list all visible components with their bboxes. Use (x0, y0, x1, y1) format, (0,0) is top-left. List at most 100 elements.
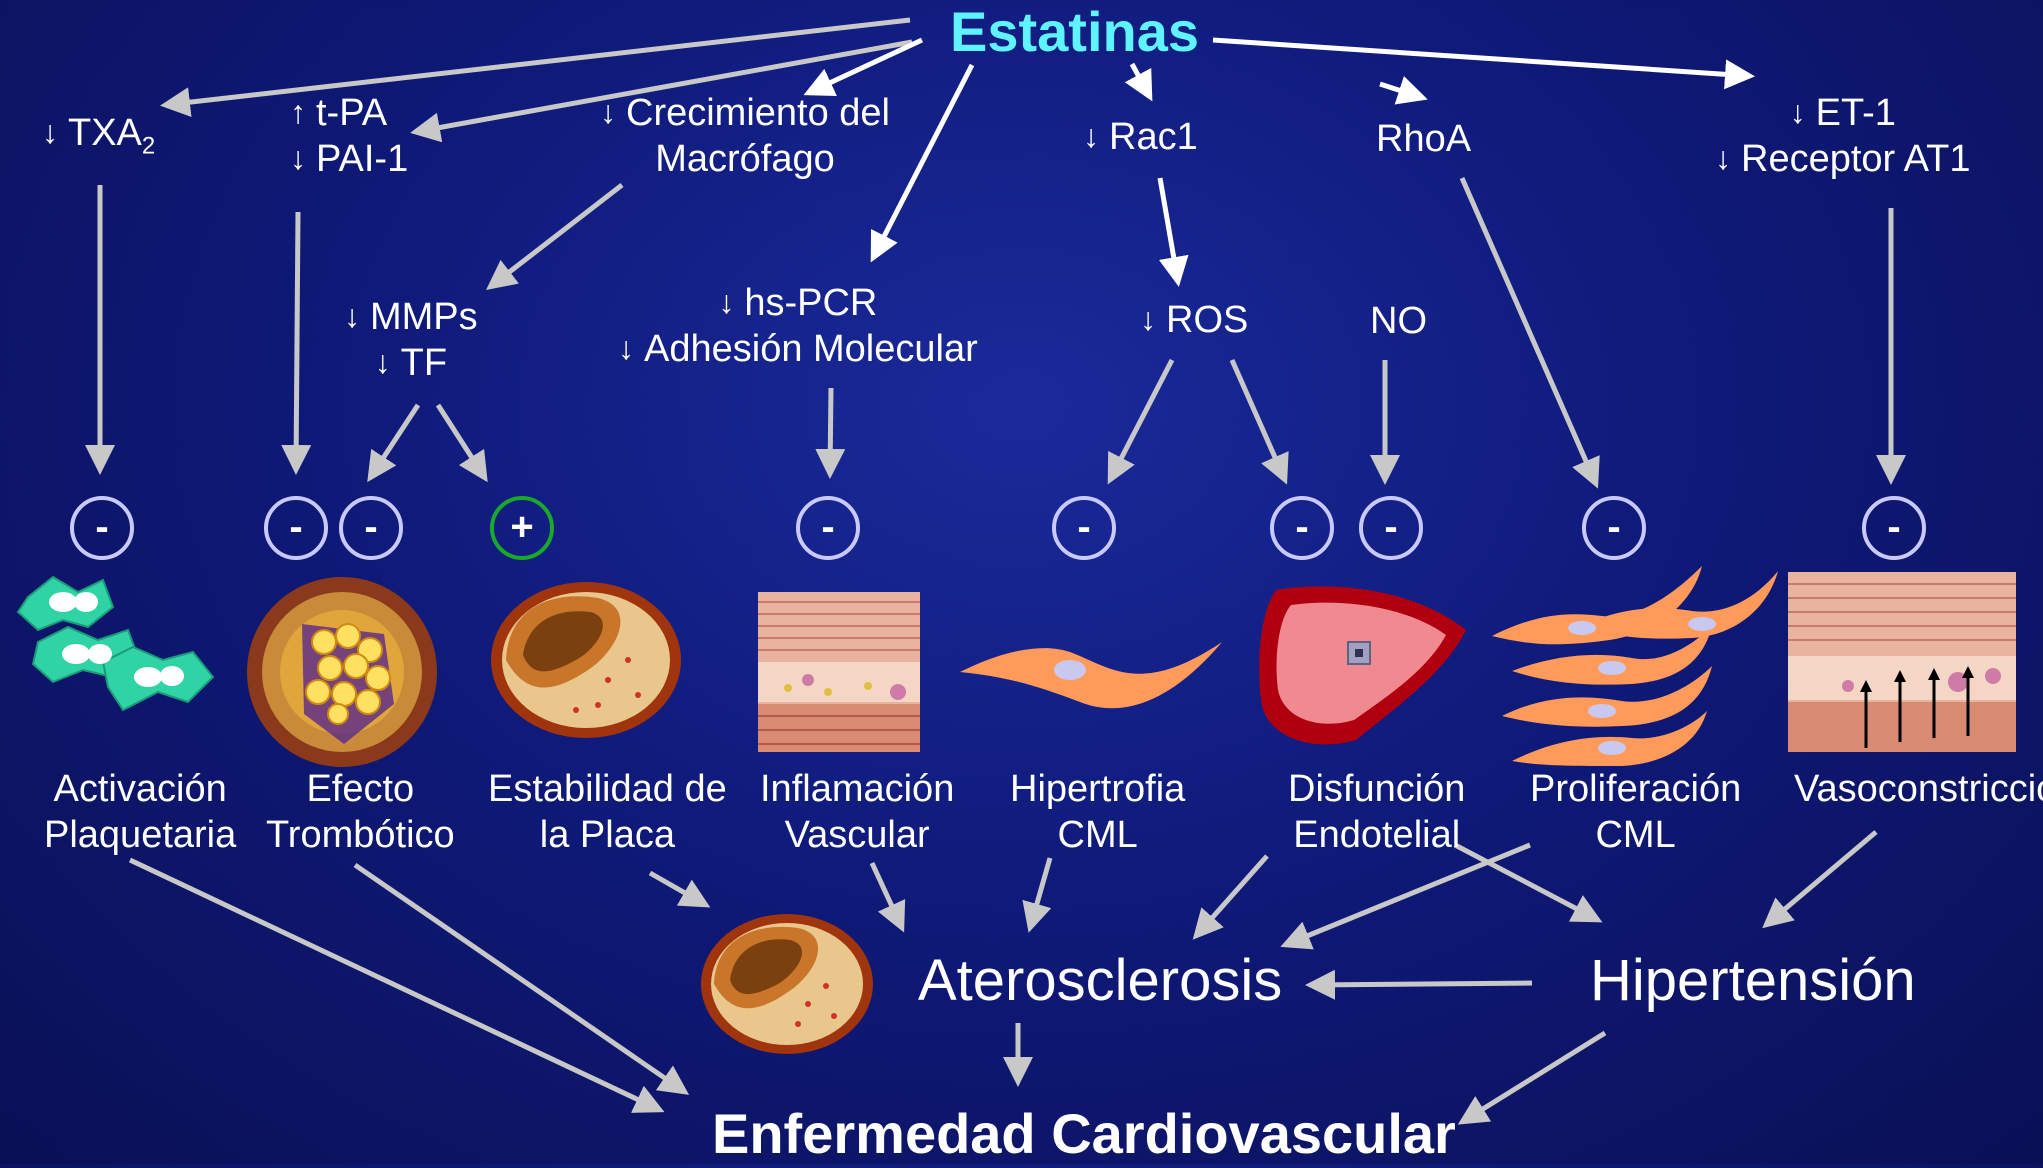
down-arrow-icon: ↓ (290, 139, 306, 178)
minus-sign-trombotico-1: - (264, 496, 328, 560)
macrophage-label: ↓ Crecimiento del Macrófago (600, 90, 890, 183)
outcome-hipertrofia-line2: CML (1010, 812, 1185, 858)
outcome-plaquetaria: Activación Plaquetaria (44, 766, 236, 859)
arrow-rac1-ros (1160, 178, 1178, 282)
arrow-infl-ath (872, 863, 902, 928)
arrow-ros-left (1110, 360, 1172, 480)
minus-sign-proliferacion: - (1582, 496, 1646, 560)
outcome-vasoconstriccion-line1: Vasoconstricción (1794, 766, 2043, 812)
outcome-hipertrofia-line1: Hipertrofia (1010, 766, 1185, 812)
outcome-disfuncion: Disfunción Endotelial (1288, 766, 1465, 859)
outcome-hipertrofia: Hipertrofia CML (1010, 766, 1185, 859)
arrow-tpa-down (296, 212, 298, 470)
arrow-disf-ath (1196, 856, 1267, 936)
outcome-placa-line1: Estabilidad de (488, 766, 727, 812)
smooth-muscle-cell-illustration (960, 612, 1222, 722)
macro-line2: Macrófago (600, 136, 890, 182)
outcome-inflamacion: Inflamación Vascular (760, 766, 954, 859)
tpa-text: t-PA (316, 92, 387, 134)
cardiovascular-disease-node: Enfermedad Cardiovascular (712, 1100, 1456, 1168)
arrow-macro-mmps (490, 185, 622, 287)
outcome-trombotico: Efecto Trombótico (266, 766, 455, 859)
arrow-placa-img (650, 873, 706, 905)
stable-plaque-illustration (488, 580, 684, 740)
rac1-label: ↓ Rac1 (1083, 114, 1198, 160)
arrow-statins-et1 (1213, 40, 1750, 76)
outcome-trombotico-line1: Efecto (266, 766, 455, 812)
mmps-tf-label: ↓ MMPs ↓ TF (344, 294, 478, 387)
down-arrow-icon: ↓ (344, 297, 360, 336)
outcome-disfuncion-line2: Endotelial (1288, 812, 1465, 858)
rac1-text: Rac1 (1109, 116, 1198, 158)
arrow-ros-right (1232, 360, 1285, 480)
plus-sign-placa: + (490, 496, 554, 560)
arrow-plaq-ecv (130, 860, 660, 1110)
thrombotic-vessel-illustration (244, 574, 440, 770)
down-arrow-icon: ↓ (600, 93, 616, 132)
down-arrow-icon: ↓ (42, 113, 58, 152)
minus-sign-disfuncion-2: - (1359, 496, 1423, 560)
platelets-illustration (8, 572, 223, 720)
vasoconstriction-illustration (1788, 572, 2016, 752)
rhoa-label: RhoA (1376, 116, 1471, 162)
down-arrow-icon: ↓ (618, 329, 634, 368)
down-arrow-icon: ↓ (1790, 93, 1806, 132)
outcome-vasoconstriccion: Vasoconstricción (1794, 766, 2043, 812)
endothelial-dysfunction-illustration (1256, 580, 1472, 752)
arrow-hspcr-down (830, 388, 831, 474)
atherosclerosis-node: Aterosclerosis (918, 946, 1282, 1017)
tpa-pai-label: ↑ t-PA ↓ PAI-1 (290, 90, 408, 183)
txa-text: TXA (68, 112, 142, 154)
ros-text: ROS (1166, 299, 1248, 341)
down-arrow-icon: ↓ (375, 343, 391, 382)
vascular-inflammation-illustration (758, 592, 920, 752)
tf-text: TF (401, 342, 447, 384)
pai-text: PAI-1 (316, 138, 408, 180)
outcome-placa-line2: la Placa (488, 812, 727, 858)
arrow-hipertrofia-ath (1030, 858, 1050, 928)
ros-label: ↓ ROS (1140, 297, 1248, 343)
minus-sign-disfuncion-1: - (1270, 496, 1334, 560)
down-arrow-icon: ↓ (1083, 117, 1099, 156)
arrow-tromb-ecv (355, 865, 685, 1092)
outcome-proliferacion: Proliferación CML (1530, 766, 1741, 859)
outcome-proliferacion-line2: CML (1530, 812, 1741, 858)
arrow-statins-rhoa (1380, 84, 1423, 98)
outcome-proliferacion-line1: Proliferación (1530, 766, 1741, 812)
et1-label: ↓ ET-1 ↓ Receptor AT1 (1715, 90, 1971, 183)
outcome-disfuncion-line1: Disfunción (1288, 766, 1465, 812)
hspcr-text: hs-PCR (744, 282, 877, 324)
at1-text: Receptor AT1 (1741, 138, 1971, 180)
arrow-rhoa-down (1462, 178, 1596, 484)
smc-proliferation-illustration (1492, 566, 1778, 766)
txa-subscript: 2 (142, 133, 155, 160)
atherosclerosis-plaque-illustration (698, 912, 876, 1056)
arrow-vaso-hta (1766, 832, 1876, 925)
down-arrow-icon: ↓ (1140, 300, 1156, 339)
outcome-plaquetaria-line2: Plaquetaria (44, 812, 236, 858)
arrow-hta-ath (1310, 983, 1532, 985)
up-arrow-icon: ↑ (290, 93, 306, 132)
no-label: NO (1370, 298, 1427, 344)
arrow-statins-macro (808, 40, 922, 93)
minus-sign-inflamacion: - (796, 496, 860, 560)
outcome-trombotico-line2: Trombótico (266, 812, 455, 858)
et1-text: ET-1 (1816, 92, 1896, 134)
minus-sign-trombotico-2: - (339, 496, 403, 560)
outcome-plaquetaria-line1: Activación (44, 766, 236, 812)
hypertension-node: Hipertensión (1590, 946, 1916, 1017)
txa-label: ↓ TXA2 (42, 110, 155, 161)
minus-sign-plaquetaria: - (70, 496, 134, 560)
macro-line1: Crecimiento del (626, 92, 890, 134)
outcome-placa: Estabilidad de la Placa (488, 766, 727, 859)
arrow-tf-minus (370, 405, 418, 478)
mmps-text: MMPs (370, 296, 478, 338)
statins-title: Estatinas (950, 0, 1199, 66)
down-arrow-icon: ↓ (1715, 139, 1731, 178)
arrow-statins-rac1 (1132, 64, 1150, 97)
minus-sign-vasoconstriccion: - (1862, 496, 1926, 560)
outcome-inflamacion-line1: Inflamación (760, 766, 954, 812)
arrow-tf-plus (438, 405, 485, 478)
down-arrow-icon: ↓ (718, 283, 734, 322)
